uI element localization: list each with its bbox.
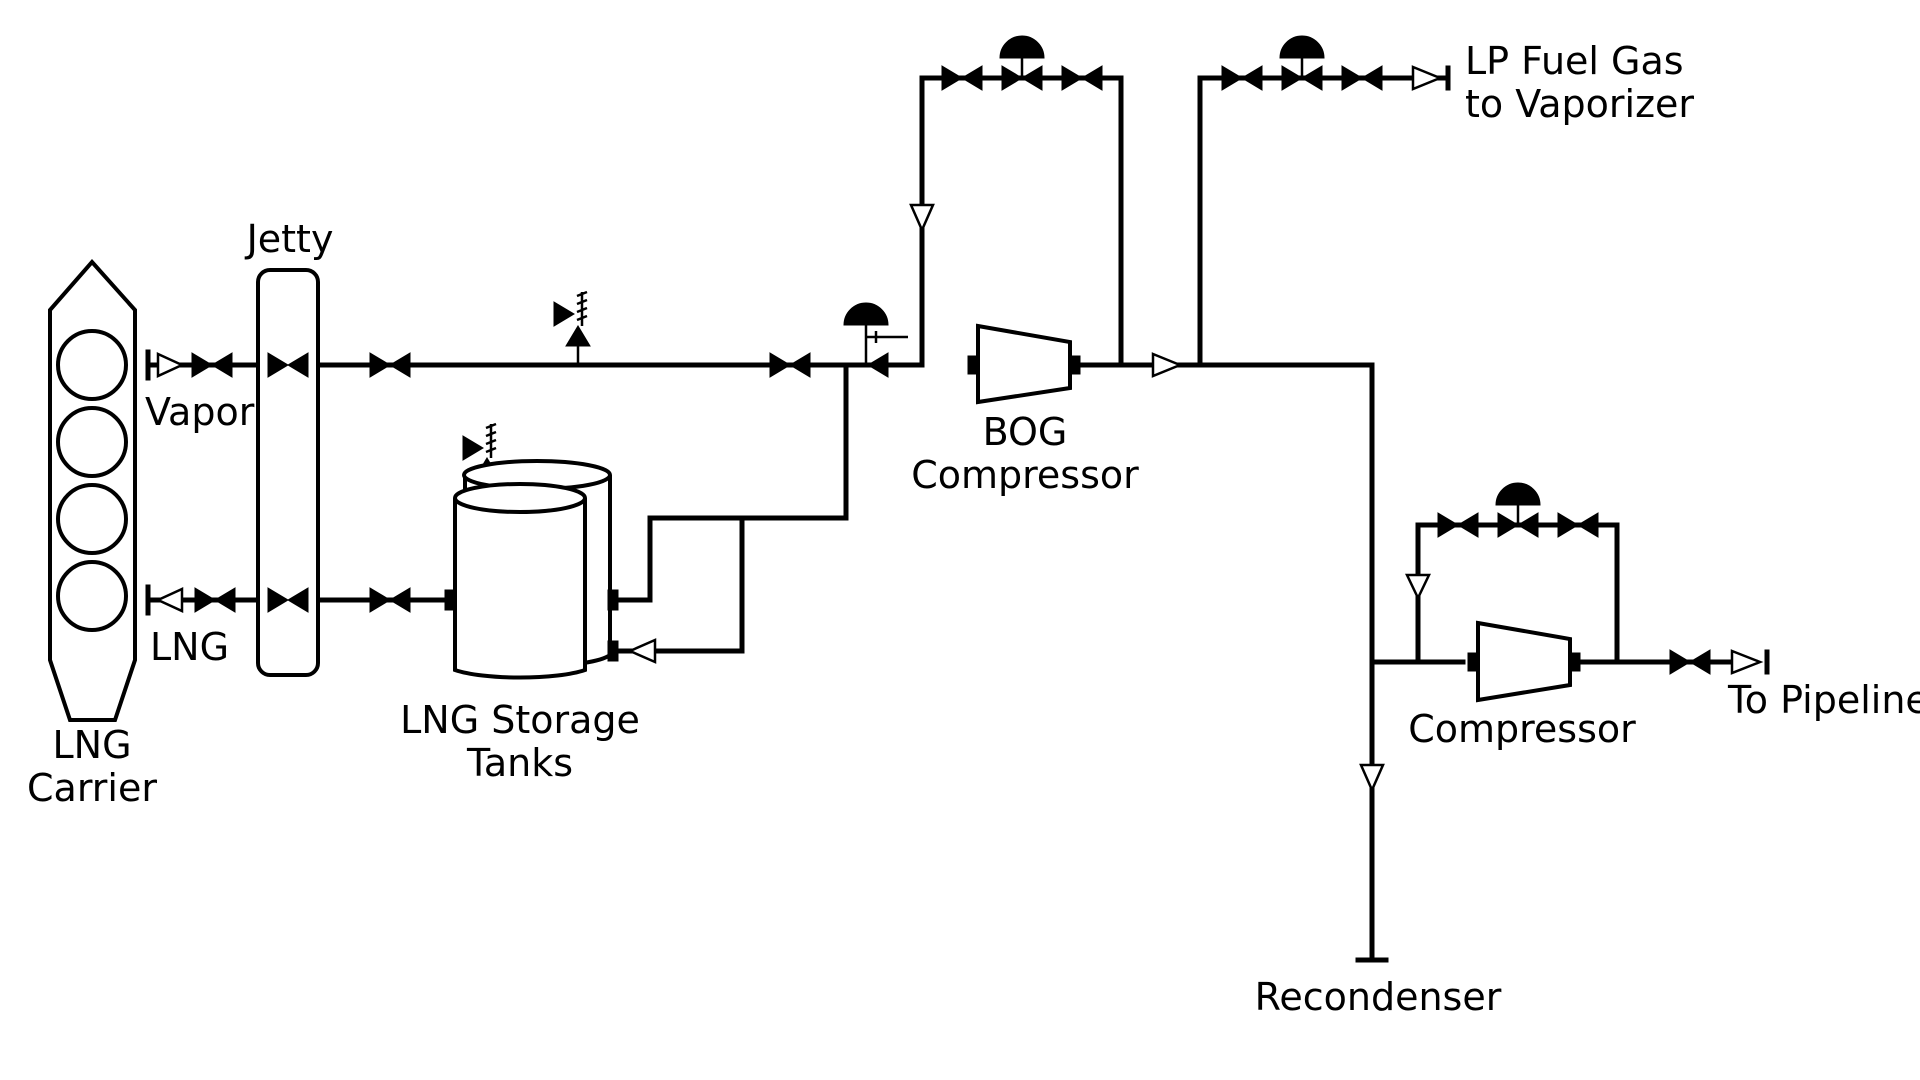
tank-vapor-nozzle xyxy=(607,589,619,611)
gate-valve-icon xyxy=(1061,65,1103,91)
labels: Jetty Vapor LNG LNG Carrier LNG Storage … xyxy=(27,39,1920,1019)
relief-spring xyxy=(576,290,588,326)
flow-arrow-icon xyxy=(156,352,186,378)
vapor-valve-1[interactable] xyxy=(191,352,233,378)
storage-label-line2: Tanks xyxy=(466,741,573,785)
tank-return-nozzle xyxy=(607,640,619,662)
compressor-icon xyxy=(1476,620,1572,703)
recondenser-label: Recondenser xyxy=(1255,975,1502,1019)
tank-vapor-pipe xyxy=(612,365,849,603)
carrier-label-line1: LNG xyxy=(52,723,131,767)
relief-outlet xyxy=(553,301,575,327)
actuator-dome xyxy=(999,35,1045,59)
pipe-network xyxy=(145,65,1770,963)
compressor[interactable] xyxy=(1467,620,1581,703)
flow-arrow-icon xyxy=(1730,649,1764,675)
gate-valve-icon xyxy=(194,587,236,613)
flow-arrow-icon xyxy=(1411,65,1444,91)
gate-valve-icon xyxy=(267,352,309,378)
cylindrical-tank-icon xyxy=(453,482,587,514)
flow-arrow-icon xyxy=(1151,352,1184,378)
flow-arrows xyxy=(154,65,1764,794)
comp-recycle-valve-1[interactable] xyxy=(1437,512,1479,538)
compressor-inlet xyxy=(1467,652,1479,672)
gate-valve-icon xyxy=(1221,65,1263,91)
bog-label-line1: BOG xyxy=(983,410,1068,454)
gate-valve-icon xyxy=(1557,512,1599,538)
bog-recycle-valve-2[interactable] xyxy=(1061,65,1103,91)
relief-spring xyxy=(485,422,497,458)
lng-carrier xyxy=(48,258,137,722)
tank-return-pipe xyxy=(612,515,745,654)
jetty-structure xyxy=(256,268,320,677)
bog-recycle-valve-1[interactable] xyxy=(941,65,983,91)
bog-compressor[interactable] xyxy=(967,323,1081,405)
gate-valve-icon xyxy=(369,587,411,613)
gate-valve-icon xyxy=(769,352,811,378)
carrier-tank-2 xyxy=(56,406,128,478)
lp-control-valve[interactable] xyxy=(1279,35,1325,91)
gate-valve-icon xyxy=(191,352,233,378)
bog-compressor-outlet xyxy=(1069,355,1081,375)
flow-arrow-icon xyxy=(1405,573,1431,601)
jetty-vapor-valve[interactable] xyxy=(267,352,309,378)
lng-label: LNG xyxy=(150,625,229,669)
actuator-dome xyxy=(1495,482,1541,506)
lng-valve-2[interactable] xyxy=(369,587,411,613)
comp-recycle-control-valve[interactable] xyxy=(1495,482,1541,538)
vapor-relief-valve[interactable] xyxy=(553,290,591,364)
carrier-tank-1 xyxy=(56,329,128,401)
storage-label-line1: LNG Storage xyxy=(400,698,640,742)
lng-storage-tanks xyxy=(444,459,619,680)
lp-fuel-gas-pipe xyxy=(1197,75,1448,368)
gate-valve-icon xyxy=(1341,65,1383,91)
pipeline-label: To Pipeline xyxy=(1727,678,1920,722)
jetty-label: Jetty xyxy=(245,217,334,261)
comp-recycle-valve-2[interactable] xyxy=(1557,512,1599,538)
lng-valve-1[interactable] xyxy=(194,587,236,613)
carrier-tank-3 xyxy=(56,483,128,555)
check-valve-icon xyxy=(867,352,889,378)
relief-outlet xyxy=(462,435,484,461)
flow-arrow-icon xyxy=(154,587,184,613)
carrier-label-line2: Carrier xyxy=(27,766,157,810)
flow-arrow-icon xyxy=(1359,763,1385,794)
gate-valve-icon xyxy=(941,65,983,91)
gate-valve-icon xyxy=(1669,649,1711,675)
regulator-dome xyxy=(843,302,889,326)
tank-inlet-nozzle xyxy=(444,589,456,611)
relief-valve-icon xyxy=(565,325,591,347)
vapor-valve-2[interactable] xyxy=(369,352,411,378)
compressor-outlet xyxy=(1569,652,1581,672)
jetty-lng-valve[interactable] xyxy=(267,587,309,613)
lp-label-line1: LP Fuel Gas xyxy=(1465,39,1684,83)
bog-recycle-control-valve[interactable] xyxy=(999,35,1045,91)
lp-valve-2[interactable] xyxy=(1341,65,1383,91)
tank-front-body xyxy=(453,498,587,680)
carrier-tank-4 xyxy=(56,560,128,632)
pipeline-valve[interactable] xyxy=(1669,649,1711,675)
bog-compressor-inlet xyxy=(967,355,979,375)
gate-valve-icon xyxy=(369,352,411,378)
flow-arrow-icon xyxy=(909,203,935,234)
gate-valve-icon xyxy=(1437,512,1479,538)
vapor-valve-3[interactable] xyxy=(769,352,811,378)
lp-valve-1[interactable] xyxy=(1221,65,1263,91)
flow-arrow-icon xyxy=(626,638,657,664)
pressure-regulator[interactable] xyxy=(843,302,908,378)
compressor-label: Compressor xyxy=(1408,707,1636,751)
valves xyxy=(191,35,1711,675)
compressor-icon xyxy=(976,323,1072,405)
gate-valve-icon xyxy=(267,587,309,613)
bog-label-line2: Compressor xyxy=(911,453,1139,497)
vapor-label: Vapor xyxy=(145,390,255,434)
actuator-dome xyxy=(1279,35,1325,59)
lp-label-line2: to Vaporizer xyxy=(1465,82,1694,126)
bog-recycle-pipe xyxy=(919,75,1124,368)
